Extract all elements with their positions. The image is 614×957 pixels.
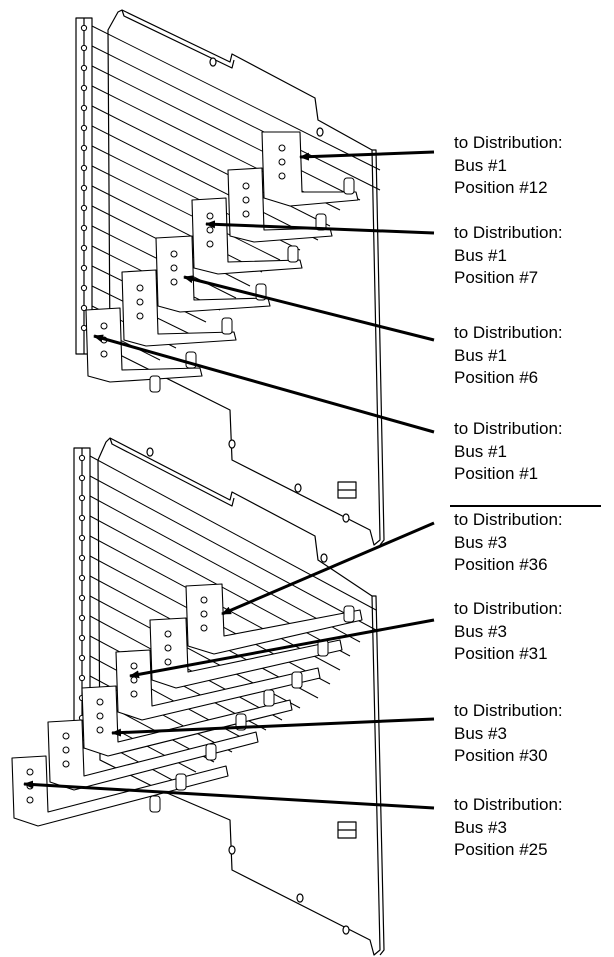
callout-line-bus: Bus #3	[454, 817, 507, 837]
callout-line-destination: to Distribution:	[454, 323, 563, 342]
callout-line-bus: Bus #1	[454, 245, 507, 265]
callout-line-bus: Bus #1	[454, 155, 507, 175]
callout-bus1-position-12: to Distribution: Bus #1 Position #12	[454, 132, 612, 200]
callout-bus3-position-36: to Distribution: Bus #3 Position #36	[454, 509, 612, 577]
arrow-position-25	[23, 780, 435, 810]
arrow-position-6	[183, 275, 435, 342]
arrow-position-7	[205, 220, 435, 235]
callout-line-position: Position #31	[454, 644, 548, 663]
arrow-position-12	[299, 150, 435, 161]
arrow-position-1	[93, 334, 435, 434]
callout-line-position: Position #7	[454, 268, 539, 287]
callout-bus3-position-31: to Distribution: Bus #3 Position #31	[454, 598, 612, 666]
callout-line-bus: Bus #3	[454, 532, 507, 552]
callout-bus1-position-7: to Distribution: Bus #1 Position #7	[454, 222, 612, 290]
callout-bus1-position-1: to Distribution: Bus #1 Position #1	[454, 418, 612, 486]
callout-line-position: Position #30	[454, 746, 548, 765]
arrow-position-30	[111, 717, 435, 737]
arrow-position-31	[129, 618, 435, 679]
callout-line-bus: Bus #3	[454, 621, 507, 641]
callout-line-destination: to Distribution:	[454, 223, 563, 242]
callout-line-bus: Bus #1	[454, 441, 507, 461]
callout-bus3-position-30: to Distribution: Bus #3 Position #30	[454, 700, 612, 768]
callout-line-destination: to Distribution:	[454, 510, 563, 529]
callout-line-destination: to Distribution:	[454, 133, 563, 152]
lower-busbar-brackets	[11, 583, 363, 827]
callout-line-position: Position #1	[454, 464, 539, 483]
callout-bus1-position-6: to Distribution: Bus #1 Position #6	[454, 322, 612, 390]
arrow-position-36	[221, 521, 435, 616]
callout-line-destination: to Distribution:	[454, 599, 563, 618]
callout-line-position: Position #36	[454, 555, 548, 574]
upper-connector-pins	[80, 24, 88, 332]
callout-line-bus: Bus #3	[454, 723, 507, 743]
upper-bracket-holes	[100, 144, 286, 358]
lower-standoffs	[149, 605, 355, 813]
callout-line-position: Position #6	[454, 368, 539, 387]
upper-standoffs	[149, 177, 355, 393]
callout-bus3-position-25: to Distribution: Bus #3 Position #25	[454, 794, 612, 862]
callout-line-position: Position #12	[454, 178, 548, 197]
callout-line-destination: to Distribution:	[454, 795, 563, 814]
callout-line-destination: to Distribution:	[454, 701, 563, 720]
leader-arrows	[23, 150, 435, 810]
callout-line-bus: Bus #1	[454, 345, 507, 365]
callout-line-position: Position #25	[454, 840, 548, 859]
upper-busbar-brackets	[85, 131, 359, 383]
callout-line-destination: to Distribution:	[454, 419, 563, 438]
